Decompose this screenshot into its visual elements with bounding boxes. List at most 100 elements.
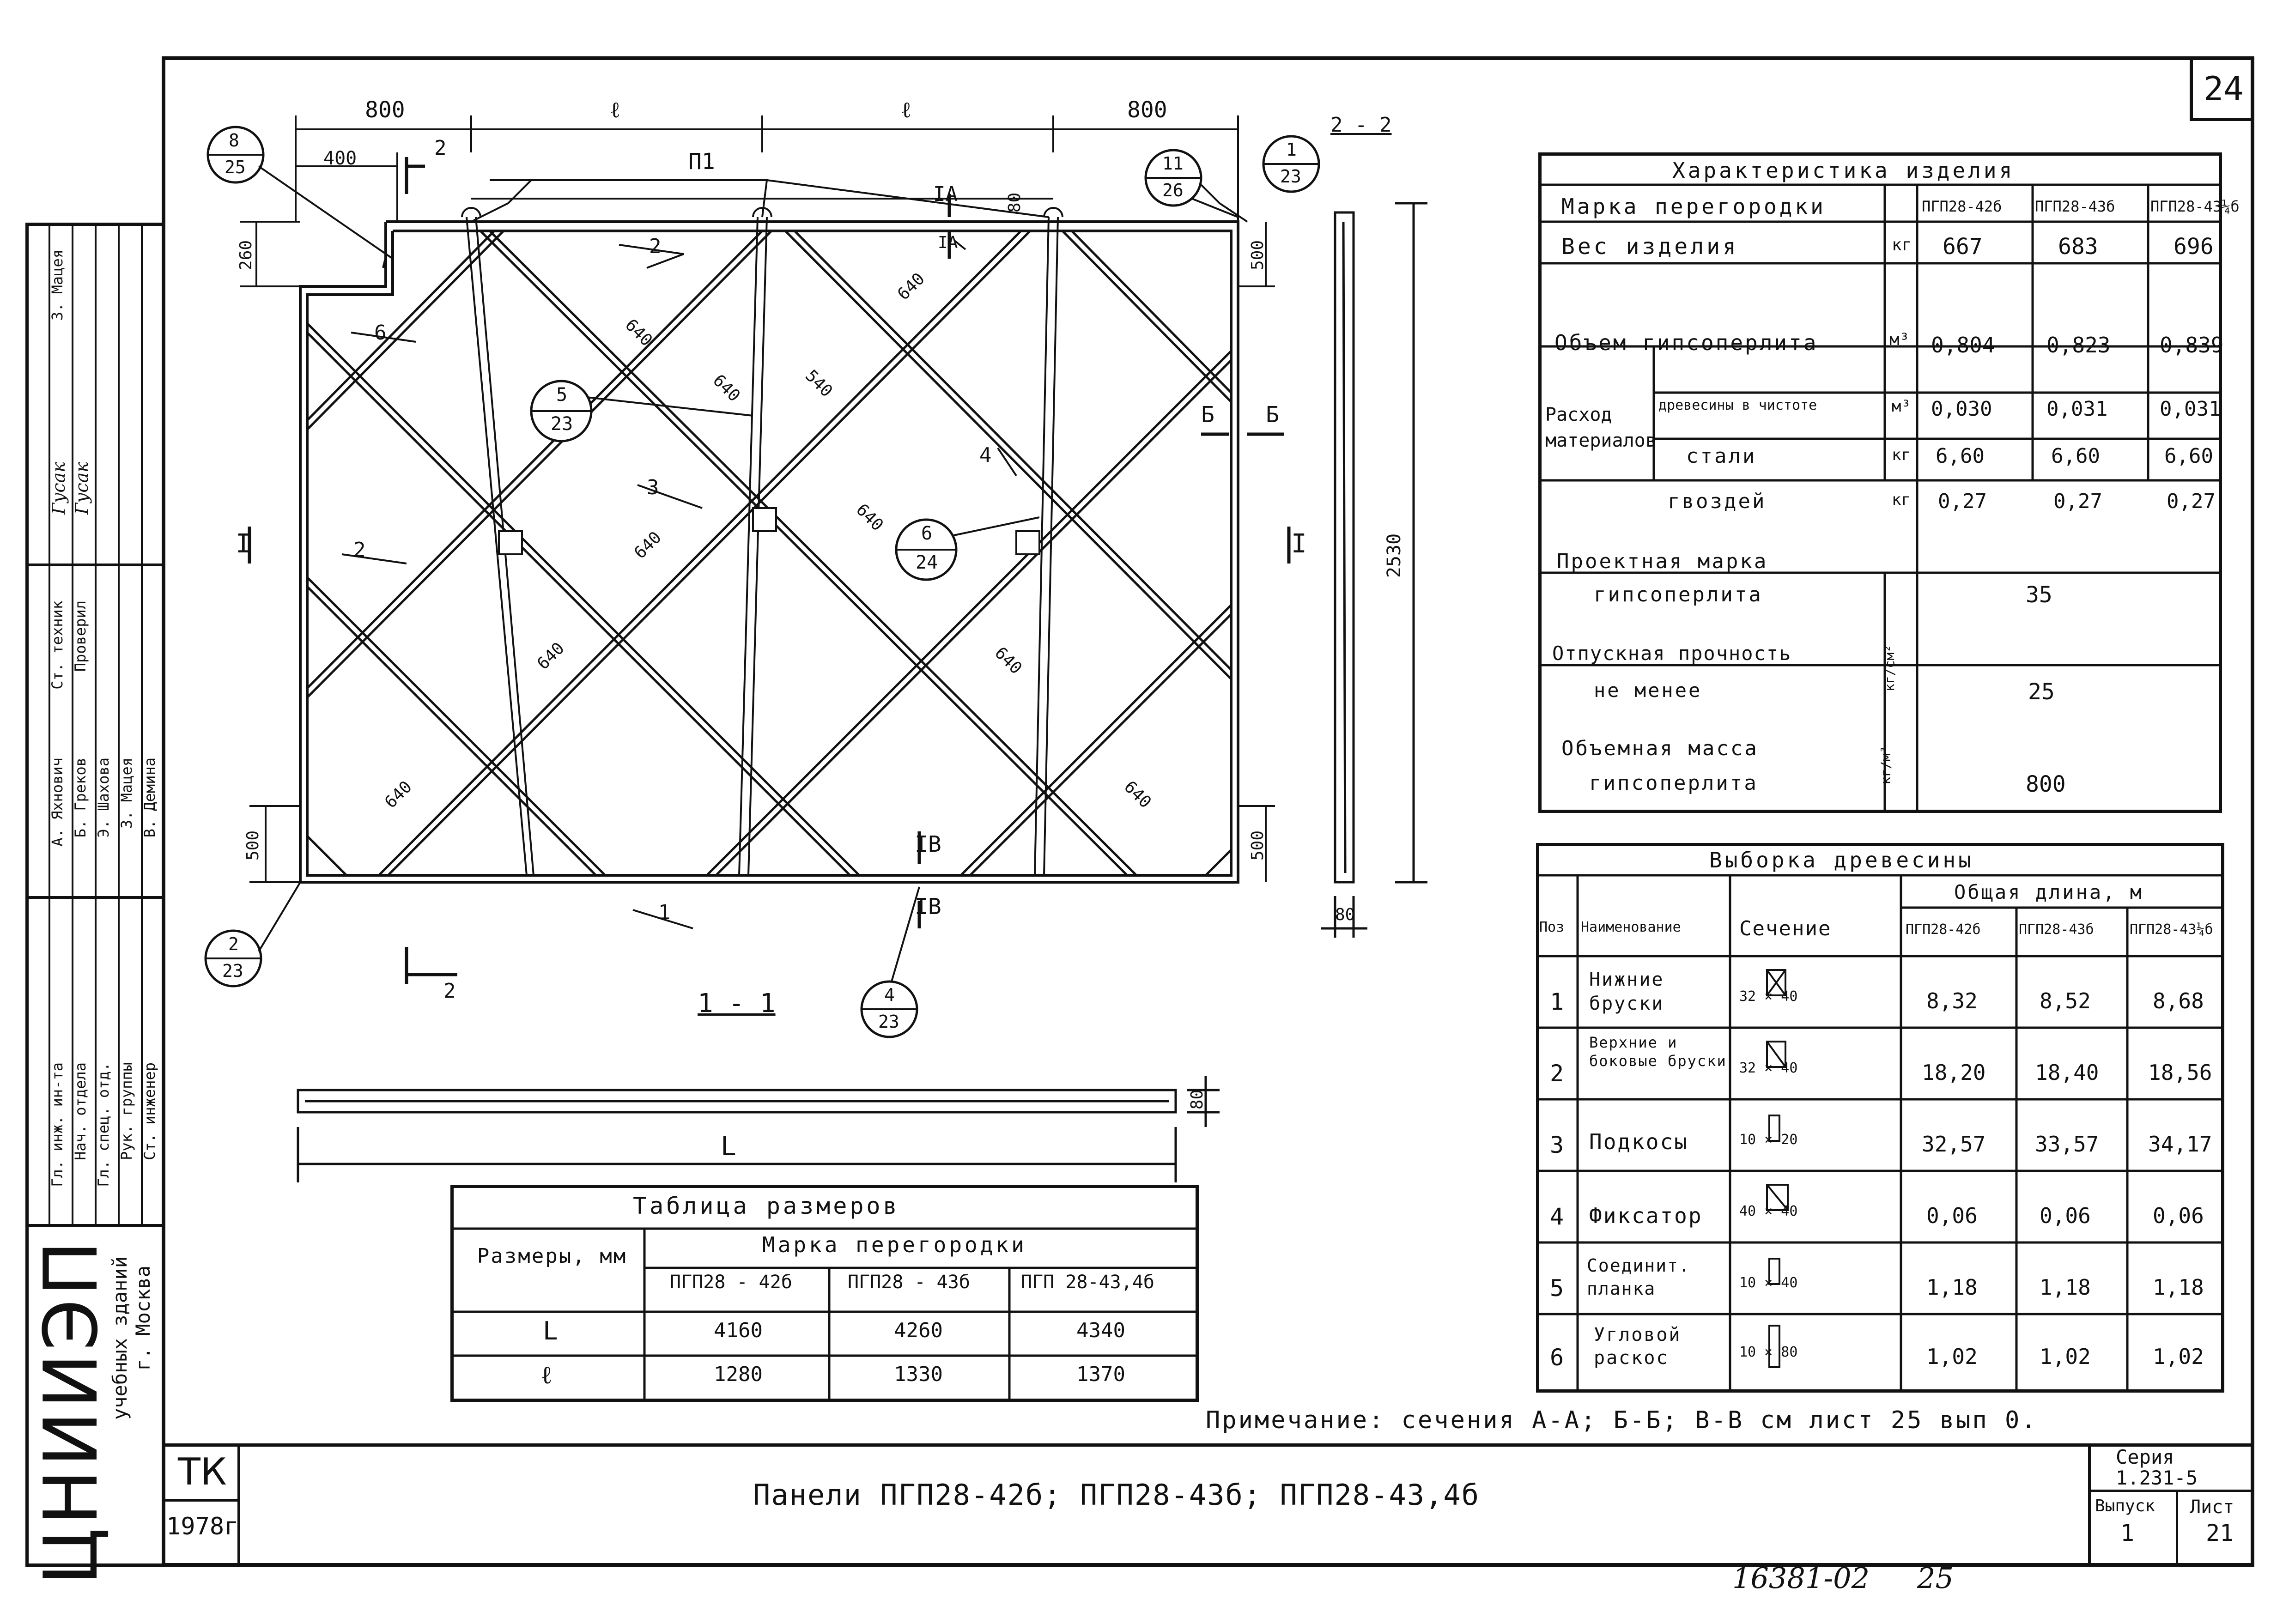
callout-top: 6 <box>921 523 933 544</box>
mark-V: IB <box>915 894 941 920</box>
sizes-row-val: 1370 <box>1076 1363 1125 1386</box>
density-unit: кг/м³ <box>1878 745 1894 785</box>
note: Примечание: сечения А-А; Б-Б; В-В см лис… <box>1206 1406 2038 1434</box>
position-label: 2 <box>353 538 366 562</box>
density-label: Объемная масса <box>1561 737 1759 760</box>
dim-top-l2: ℓ <box>901 97 911 123</box>
volume-value: 0,823 <box>2046 333 2111 358</box>
sizes-row-val: 4340 <box>1076 1319 1125 1342</box>
wood-row-name: Подкосы <box>1589 1129 1688 1154</box>
callout-bottom: 23 <box>551 413 573 435</box>
mark-A: IA <box>933 182 958 206</box>
strength-label: Отпускная прочность <box>1552 642 1792 665</box>
steel-value: 6,60 <box>2164 444 2213 468</box>
callout-bottom: 23 <box>1280 166 1301 187</box>
brand-col: ПГП28-43б <box>2035 198 2115 215</box>
callout-top: 8 <box>229 130 239 151</box>
dim-260: 260 <box>237 240 256 271</box>
wood-row-val: 18,20 <box>1922 1060 1986 1085</box>
wood-brand: ПГП28-43¼б <box>2130 921 2213 938</box>
dim-2530: 2530 <box>1384 533 1405 578</box>
wood-row-val: 8,68 <box>2153 988 2204 1013</box>
callout-top: 2 <box>228 934 239 954</box>
dim-500-bl: 500 <box>243 830 263 861</box>
footer-page: 25 <box>1917 1561 1954 1595</box>
sizes-row-val: 4160 <box>714 1319 763 1342</box>
callout-bottom: 26 <box>1162 180 1184 200</box>
grade-label: Проектная марка <box>1557 550 1768 573</box>
sizes-row-name: ℓ <box>540 1360 552 1389</box>
grade-value: 35 <box>2026 582 2052 608</box>
issue-label: Выпуск <box>2095 1497 2155 1515</box>
sizes-brand: ПГП28 - 42б <box>670 1272 792 1293</box>
sizes-table <box>450 1185 1199 1402</box>
nails-value: 0,27 <box>2053 490 2102 513</box>
nails-value: 0,27 <box>2167 490 2216 513</box>
sheet-frame <box>162 56 2254 1567</box>
wood-row-sec: 32 × 40 <box>1739 988 1798 1005</box>
section-2-2-title: 2 - 2 <box>1330 113 1392 137</box>
consumption-label: Расход материалов <box>1545 404 1657 451</box>
wood-row-val: 0,06 <box>2153 1203 2204 1228</box>
sizes-col: Размеры, мм <box>477 1244 627 1268</box>
issue-value: 1 <box>2120 1520 2135 1546</box>
strength-unit: кг/см² <box>1882 644 1898 692</box>
drawing-title: Панели ПГП28-42б; ПГП28-43б; ПГП28-43,4б <box>753 1478 1480 1512</box>
wood-col-total: Общая длина, м <box>1954 881 2144 903</box>
brand-col: ПГП28-42б <box>1922 198 2002 215</box>
sizes-brand: ПГП 28-43,4б <box>1021 1272 1154 1293</box>
mark-B: Б <box>1201 402 1214 428</box>
dim-top-l1: ℓ <box>610 97 620 123</box>
wood-brand: ПГП28-42б <box>1906 921 1981 938</box>
wood-row-name: Угловой раскос <box>1594 1324 1682 1369</box>
wood-row-name: Фиксатор <box>1589 1203 1703 1228</box>
wood-table <box>1536 843 2224 1393</box>
sizes-row-val: 1280 <box>714 1363 763 1386</box>
callout-bottom: 23 <box>878 1012 899 1032</box>
wood-row-pos: 4 <box>1550 1203 1564 1230</box>
dim-500-br: 500 <box>1248 830 1268 861</box>
wood-value: 0,031 <box>2046 397 2108 421</box>
wood-row-val: 1,02 <box>2040 1344 2091 1369</box>
dim-400: 400 <box>323 148 357 169</box>
wood-value: 0,031 <box>2160 397 2221 421</box>
wood-row-val: 1,18 <box>2153 1275 2204 1300</box>
wood-row-pos: 2 <box>1550 1060 1564 1087</box>
wood-row-val: 18,56 <box>2148 1060 2212 1085</box>
wood-row-name: Верхние и боковые бруски <box>1589 1034 1727 1070</box>
weight-value: 696 <box>2174 234 2214 260</box>
dim-80-bottom: 80 <box>1188 1089 1207 1110</box>
position-label: 4 <box>979 443 992 467</box>
callout-bottom: 25 <box>225 157 246 177</box>
mark-2: 2 <box>434 136 447 160</box>
wood-col-pos: Поз <box>1539 919 1565 935</box>
wood-row-val: 0,06 <box>2040 1203 2091 1228</box>
callout-top: 1 <box>1286 139 1297 160</box>
grade-label: гипсоперлита <box>1594 583 1763 606</box>
wood-row-pos: 1 <box>1550 988 1564 1015</box>
wood-row-val: 32,57 <box>1922 1132 1986 1157</box>
callout-top: 11 <box>1162 153 1184 174</box>
sizes-grid <box>450 1227 1199 1402</box>
sizes-row-name: L <box>543 1316 558 1345</box>
volume-value: 0,804 <box>1931 333 1995 358</box>
brand-col: ПГП28-43¼б <box>2150 198 2240 215</box>
wood-row-pos: 6 <box>1550 1344 1564 1371</box>
page-number: 24 <box>2204 69 2244 108</box>
wood-label: древесины в чистоте <box>1658 397 1817 413</box>
tk-label: ТК <box>178 1450 227 1493</box>
mark-I: I <box>236 529 251 559</box>
wood-row-val: 8,52 <box>2040 988 2091 1013</box>
dim-80-top: 80 <box>1005 192 1025 213</box>
section-1-1-title: 1 - 1 <box>698 988 776 1018</box>
wood-row-val: 1,02 <box>1926 1344 1978 1369</box>
strength-label: не менее <box>1594 679 1702 702</box>
steel-value: 6,60 <box>1936 444 1985 468</box>
steel-value: 6,60 <box>2051 444 2100 468</box>
mark-I: I <box>1291 529 1307 559</box>
mark-2: 2 <box>443 979 456 1003</box>
wood-value: 0,030 <box>1931 397 1992 421</box>
callout-top: 4 <box>884 985 895 1005</box>
callout-bottom: 24 <box>916 552 938 573</box>
